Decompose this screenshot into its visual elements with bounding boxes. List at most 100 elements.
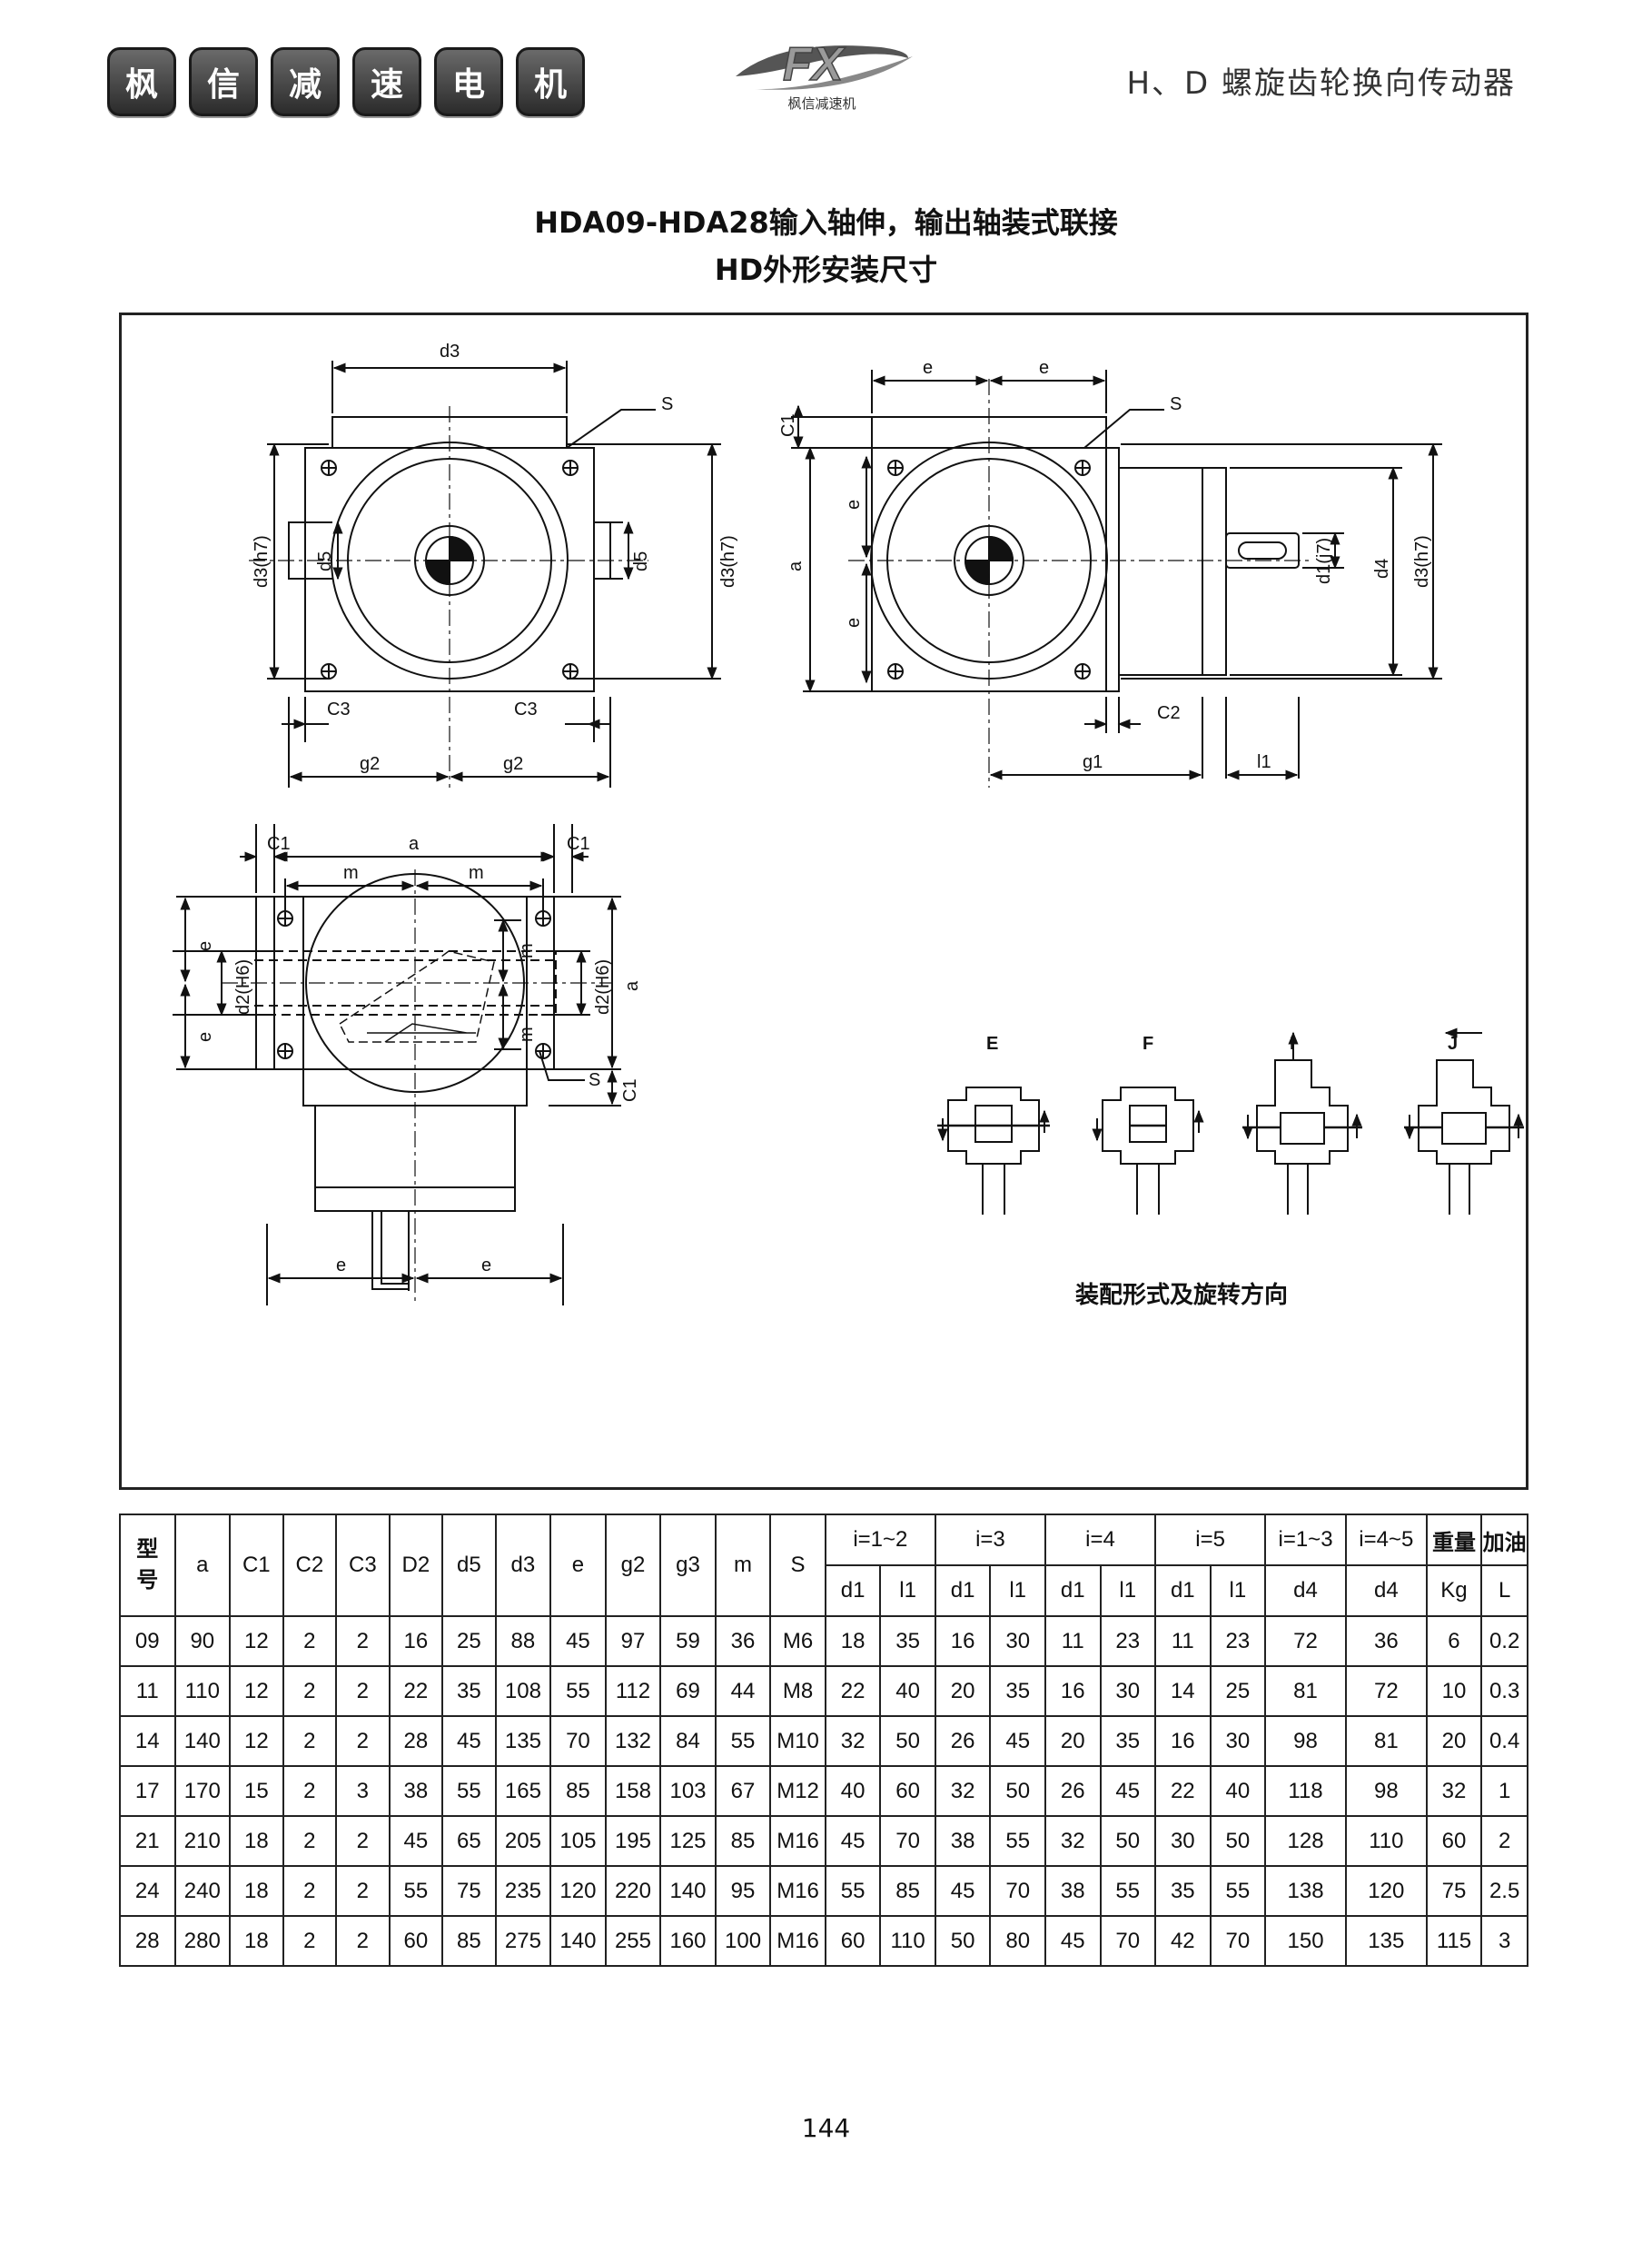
table-cell: M8 [769, 1665, 826, 1717]
table-cell: 45 [989, 1715, 1046, 1767]
dim-label-d2-h6: d2(H6) [233, 959, 253, 1015]
table-cell: 72 [1264, 1615, 1347, 1667]
weight-header: 重量 [1425, 1514, 1483, 1566]
table-cell: 2 [282, 1915, 338, 1967]
dim-label-a: a [786, 561, 806, 571]
table-cell: 0.3 [1480, 1665, 1528, 1717]
page-number: 144 [801, 2113, 851, 2143]
col-header: S [769, 1514, 826, 1617]
table-cell: 20 [1044, 1715, 1102, 1767]
table-cell: 23 [1099, 1615, 1157, 1667]
table-cell: 45 [934, 1865, 992, 1917]
col-header: a [173, 1514, 232, 1617]
table-cell: 140 [659, 1865, 717, 1917]
sub-header: l1 [879, 1564, 936, 1617]
table-cell: 26 [934, 1715, 992, 1767]
dim-label-s: S [589, 1070, 600, 1090]
table-cell: 55 [441, 1765, 497, 1817]
table-cell: 38 [388, 1765, 444, 1817]
table-cell: 40 [879, 1665, 936, 1717]
table-cell: 135 [494, 1715, 552, 1767]
table-cell: 25 [441, 1615, 497, 1667]
ratio-group-header: i=4~5 [1344, 1514, 1428, 1566]
table-cell: 16 [388, 1615, 444, 1667]
table-cell: 118 [1264, 1765, 1347, 1817]
sub-header: l1 [1209, 1564, 1267, 1617]
table-cell: 55 [388, 1865, 444, 1917]
table-cell: 240 [173, 1865, 232, 1917]
table-cell: 2 [282, 1815, 338, 1867]
ratio-group-header: i=1~3 [1264, 1514, 1347, 1566]
model-cell: 17 [119, 1765, 176, 1817]
table-cell: 60 [388, 1915, 444, 1967]
dim-label-d3-h7: d3(h7) [718, 535, 738, 588]
table-cell: 45 [549, 1615, 607, 1667]
table-cell: 40 [824, 1765, 882, 1817]
table-cell: 50 [1099, 1815, 1157, 1867]
table-cell: 75 [1425, 1865, 1483, 1917]
table-cell: 35 [879, 1615, 936, 1667]
table-cell: 150 [1264, 1915, 1347, 1967]
sub-header: d4 [1344, 1564, 1428, 1617]
table-cell: 2 [335, 1615, 391, 1667]
logo-text: FX [783, 38, 846, 91]
sub-header: d1 [824, 1564, 882, 1617]
table-cell: 205 [494, 1815, 552, 1867]
table-cell: 97 [604, 1615, 662, 1667]
dim-label-c3: C3 [327, 700, 351, 720]
assembly-variant-e [937, 1087, 1050, 1215]
front-view [249, 361, 721, 788]
table-cell: 85 [714, 1815, 772, 1867]
drawing-frame: d3 S d3(h7) d5 d5 d3(h7) C3 C3 g2 g2 C1 … [119, 313, 1528, 1490]
dim-label-l1: l1 [1257, 752, 1271, 772]
sub-header: d1 [934, 1564, 992, 1617]
table-cell: 110 [173, 1665, 232, 1717]
dim-label-e: e [923, 358, 933, 378]
brand-name-chips: 枫 信 减 速 电 机 [107, 47, 585, 116]
dim-label-s: S [1170, 394, 1182, 414]
table-cell: 45 [824, 1815, 882, 1867]
table-cell: 2 [282, 1865, 338, 1917]
table-cell: 11 [1044, 1615, 1102, 1667]
section-title: H、D 螺旋齿轮换向传动器 [1126, 65, 1516, 102]
dim-label-d4: d4 [1372, 559, 1392, 579]
table-cell: 23 [1209, 1615, 1267, 1667]
sub-header: Kg [1425, 1564, 1483, 1617]
table-cell: 42 [1154, 1915, 1212, 1967]
col-header: g3 [659, 1514, 717, 1617]
col-header: C1 [229, 1514, 284, 1617]
table-cell: 105 [549, 1815, 607, 1867]
table-cell: 220 [604, 1865, 662, 1917]
brand-chip: 机 [516, 47, 585, 116]
dim-label-a: a [409, 834, 420, 854]
col-header: C2 [282, 1514, 338, 1617]
ratio-group-header: i=3 [934, 1514, 1046, 1566]
sub-header: l1 [1099, 1564, 1157, 1617]
model-cell: 21 [119, 1815, 176, 1867]
table-cell: 128 [1264, 1815, 1347, 1867]
table-cell: 125 [659, 1815, 717, 1867]
table-cell: 120 [1344, 1865, 1428, 1917]
dim-label-g2: g2 [360, 754, 380, 774]
table-cell: 72 [1344, 1665, 1428, 1717]
table-cell: 12 [229, 1665, 284, 1717]
table-cell: 85 [441, 1915, 497, 1967]
table-cell: 40 [1209, 1765, 1267, 1817]
ratio-group-header: i=1~2 [824, 1514, 936, 1566]
table-cell: 2 [335, 1665, 391, 1717]
table-cell: 2.5 [1480, 1865, 1528, 1917]
dim-label-d5: d5 [631, 551, 651, 571]
table-cell: 108 [494, 1665, 552, 1717]
table-cell: 28 [388, 1715, 444, 1767]
table-cell: 36 [714, 1615, 772, 1667]
model-cell: 09 [119, 1615, 176, 1667]
dim-label-e: e [844, 500, 864, 510]
table-cell: 45 [1044, 1915, 1102, 1967]
assembly-variant-f [1092, 1087, 1204, 1215]
table-cell: 80 [989, 1915, 1046, 1967]
